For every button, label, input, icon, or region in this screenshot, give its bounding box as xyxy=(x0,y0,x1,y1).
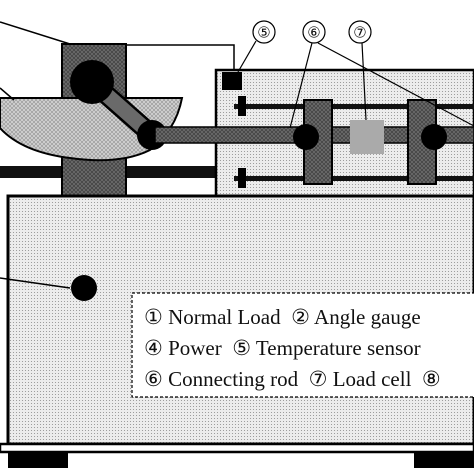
power-button xyxy=(71,275,97,301)
callout-label-7: ⑦ xyxy=(353,26,366,42)
sensor-wire xyxy=(126,44,235,70)
leader-line-angle-gauge xyxy=(0,87,15,101)
base-plate xyxy=(0,442,474,454)
callout-leader-6a xyxy=(289,42,313,129)
callout-leader-7 xyxy=(361,42,367,121)
callout-circle-7 xyxy=(348,20,372,44)
callout-leader-5 xyxy=(237,40,257,73)
foot-left xyxy=(8,452,68,468)
callout-leader-6b xyxy=(317,42,474,127)
callout-label-6: ⑥ xyxy=(307,26,320,42)
temperature-sensor-block xyxy=(222,72,242,90)
rail-stop-bottom xyxy=(238,168,246,188)
callout-circle-6 xyxy=(302,20,326,44)
carriage-pin-1 xyxy=(293,124,319,150)
foot-right xyxy=(414,452,474,468)
carriage-pin-2 xyxy=(421,124,447,150)
rail-stop-top xyxy=(238,96,246,116)
callout-circle-5 xyxy=(252,20,276,44)
legend-row-1: ① Normal Load ② Angle gauge xyxy=(144,305,421,329)
guide-rail-bottom xyxy=(234,176,474,181)
callout-label-5: ⑤ xyxy=(257,26,270,42)
legend-row-3: ⑥ Connecting rod ⑦ Load cell ⑧ xyxy=(144,367,441,391)
leader-line-normal-load xyxy=(0,21,71,45)
guide-rail-top xyxy=(234,104,474,109)
load-cell xyxy=(350,120,384,154)
legend-row-2: ④ Power ⑤ Temperature sensor xyxy=(144,336,421,360)
leader-line-power xyxy=(0,277,71,289)
pivot-hub xyxy=(70,60,114,104)
legend-box xyxy=(131,292,474,398)
